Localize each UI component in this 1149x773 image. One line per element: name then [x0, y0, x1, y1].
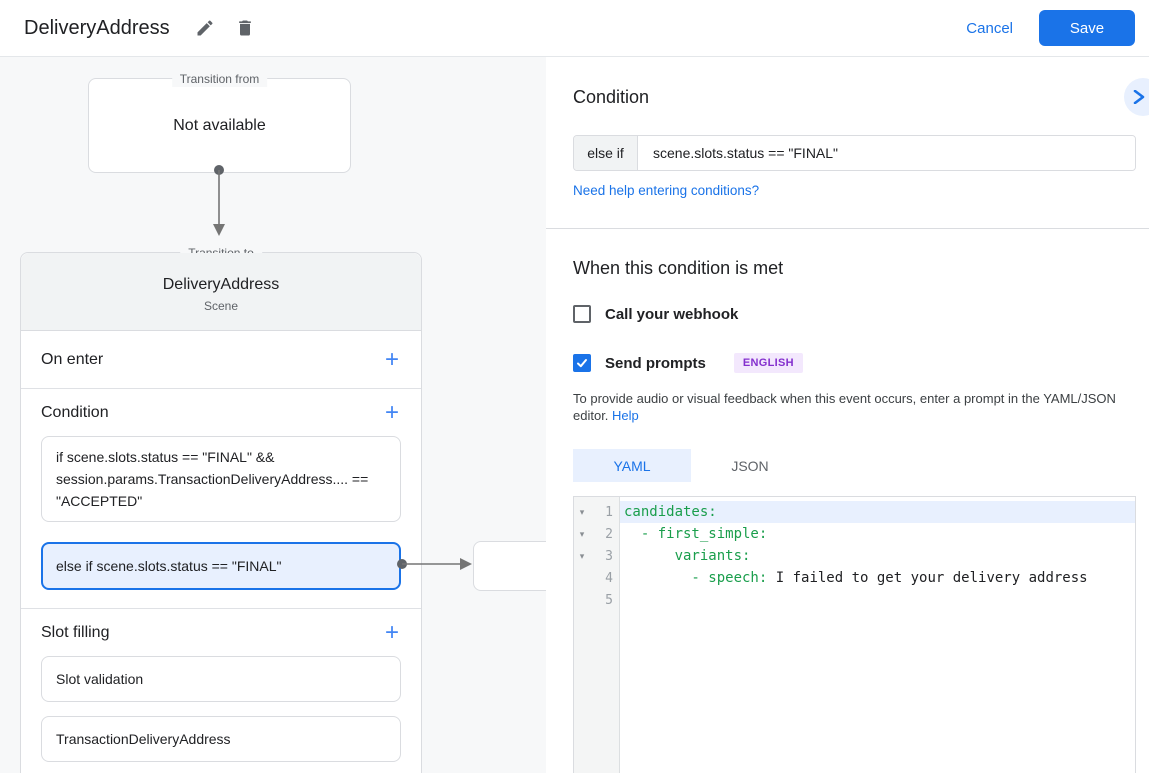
condition-item-selected[interactable]: else if scene.slots.status == "FINAL": [41, 542, 401, 590]
divider: [21, 388, 421, 389]
divider: [546, 228, 1149, 229]
fold-icon[interactable]: ▾: [579, 506, 585, 517]
send-prompts-row: Send prompts ENGLISH: [573, 353, 1136, 373]
line-number: 4: [605, 570, 613, 586]
condition-input[interactable]: [638, 136, 1135, 170]
collapse-panel-button[interactable]: [1124, 78, 1149, 116]
divider: [21, 608, 421, 609]
yaml-editor: ▾ 1 ▾ 2 ▾ 3 4 5 candidates: - first_simple:…: [573, 496, 1136, 773]
scene-card-header[interactable]: DeliveryAddress Scene: [21, 253, 421, 331]
line-number: 2: [605, 526, 613, 542]
language-badge: ENGLISH: [733, 353, 803, 373]
code-line: - speech: I failed to get your delivery …: [624, 570, 1088, 586]
pencil-icon: [197, 20, 213, 36]
on-enter-label: On enter: [41, 350, 104, 368]
conditions-help-link[interactable]: Need help entering conditions?: [573, 183, 760, 198]
prompts-description: To provide audio or visual feedback when…: [573, 391, 1116, 423]
add-condition-button[interactable]: +: [384, 399, 399, 426]
prompts-help-link[interactable]: Help: [612, 408, 639, 423]
editor-code-area[interactable]: candidates: - first_simple: variants: - …: [620, 497, 1135, 773]
slot-filling-section: Slot filling + Slot validation Transacti…: [21, 609, 421, 773]
cancel-button[interactable]: Cancel: [966, 19, 1013, 37]
slot-item[interactable]: TransactionDeliveryAddress: [41, 716, 401, 762]
condition-section-label: Condition: [41, 404, 109, 421]
webhook-row: Call your webhook: [573, 305, 1136, 323]
chevron-right-icon: [1133, 90, 1145, 104]
send-prompts-label: Send prompts: [605, 354, 706, 372]
line-number: 1: [605, 504, 613, 520]
on-enter-row: On enter +: [21, 331, 421, 388]
send-prompts-checkbox[interactable]: [573, 354, 591, 372]
transition-connector: [397, 558, 472, 570]
tab-json[interactable]: JSON: [691, 449, 809, 482]
scene-card-subtitle: Scene: [203, 299, 239, 313]
add-on-enter-button[interactable]: +: [384, 345, 399, 373]
call-webhook-label: Call your webhook: [605, 305, 739, 323]
code-line: variants:: [624, 548, 751, 564]
condition-item[interactable]: if scene.slots.status == "FINAL" && sess…: [41, 436, 401, 522]
condition-section: Condition + if scene.slots.status == "FI…: [21, 389, 421, 608]
top-bar: DeliveryAddress Cancel Save: [0, 0, 1149, 57]
transition-arrow-down: [213, 165, 225, 236]
code-line: [620, 589, 1135, 611]
fold-icon[interactable]: ▾: [579, 528, 585, 539]
slot-filling-label: Slot filling: [41, 624, 110, 641]
checkmark-icon: [577, 359, 587, 368]
scene-card-title: DeliveryAddress: [162, 276, 280, 293]
call-webhook-checkbox[interactable]: [573, 305, 591, 323]
when-met-title: When this condition is met: [573, 258, 784, 278]
panel-title: Condition: [573, 87, 650, 107]
condition-detail-panel: Condition else if Need help entering con…: [546, 57, 1149, 773]
transition-from-legend: Transition from: [171, 71, 268, 87]
trash-icon: [238, 20, 251, 36]
scene-canvas: Transition from Not available Transition…: [0, 57, 546, 773]
save-button[interactable]: Save: [1039, 10, 1135, 46]
editor-tabs: YAML JSON: [573, 449, 1136, 482]
condition-prefix: else if: [574, 136, 638, 170]
code-line: - first_simple:: [624, 526, 768, 542]
transition-from-box: Transition from Not available: [88, 71, 351, 173]
condition-input-row: else if: [573, 135, 1136, 171]
line-number: 5: [605, 592, 613, 608]
code-line: candidates:: [620, 501, 1135, 523]
page-title: DeliveryAddress: [24, 16, 170, 39]
slot-item[interactable]: Slot validation: [41, 656, 401, 702]
transition-target-box[interactable]: [473, 541, 546, 591]
line-number: 3: [605, 548, 613, 564]
edit-scene-button[interactable]: [188, 11, 222, 45]
add-slot-button[interactable]: +: [384, 619, 399, 646]
scene-card: Transition to DeliveryAddress Scene On e…: [20, 245, 422, 773]
delete-scene-button[interactable]: [228, 11, 262, 45]
fold-icon[interactable]: ▾: [579, 550, 585, 561]
transition-from-value: Not available: [173, 116, 266, 134]
editor-gutter: ▾ 1 ▾ 2 ▾ 3 4 5: [574, 497, 620, 773]
tab-yaml[interactable]: YAML: [573, 449, 691, 482]
